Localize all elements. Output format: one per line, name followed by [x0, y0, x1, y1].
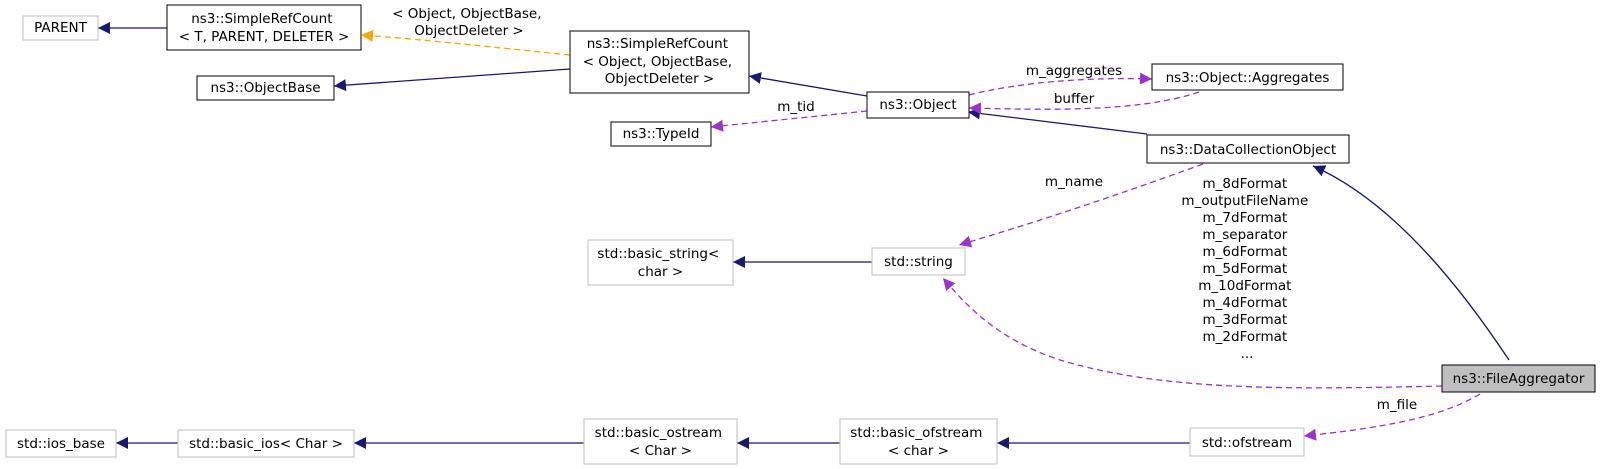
svg-text:ns3::Object: ns3::Object	[879, 97, 956, 113]
svg-text:ns3::Object::Aggregates: ns3::Object::Aggregates	[1166, 70, 1330, 86]
svg-text:std::basic_string< cha: std::basic_string< char >	[597, 246, 723, 280]
svg-text:ns3::SimpleRefCount <: ns3::SimpleRefCount < T, PARENT, DELETER…	[179, 11, 350, 45]
svg-text:PARENT: PARENT	[34, 20, 88, 36]
node-object-aggregates[interactable]: ns3::Object::Aggregates	[1151, 63, 1344, 91]
edge-object-to-simplerefcount-obj	[748, 72, 868, 97]
node-basic-string-char[interactable]: std::basic_string< char >	[587, 239, 734, 286]
svg-text:std::string: std::string	[884, 254, 953, 270]
edge-aggregates-to-object	[968, 91, 1200, 115]
edge-datacollection-to-object	[967, 107, 1148, 135]
label-m-name: m_name	[1045, 174, 1103, 190]
label-m-file: m_file	[1377, 397, 1417, 413]
svg-text:std::ofstream: std::ofstream	[1202, 435, 1292, 451]
svg-text:std::ios_base: std::ios_base	[17, 436, 105, 452]
edge-datacollection-to-string	[958, 163, 1204, 248]
node-std-ofstream[interactable]: std::ofstream	[1189, 427, 1305, 457]
node-ios-base[interactable]: std::ios_base	[5, 429, 117, 458]
edge-fileaggregator-to-datacollection	[1312, 165, 1510, 361]
edge-simplerefcount-obj-to-objectbase	[333, 68, 571, 92]
svg-text:ns3::TypeId: ns3::TypeId	[623, 126, 700, 142]
edge-template-instantiation	[360, 29, 571, 56]
node-basic-ofstream-char[interactable]: std::basic_ofstream < char >	[839, 418, 998, 465]
node-basic-ostream-char[interactable]: std::basic_ostream < Char >	[583, 418, 738, 465]
node-simplerefcount-t-parent-deleter[interactable]: ns3::SimpleRefCount < T, PARENT, DELETER…	[166, 4, 362, 51]
node-std-string[interactable]: std::string	[871, 247, 966, 276]
svg-text:ns3::SimpleRefCount <: ns3::SimpleRefCount < Object, ObjectBase…	[583, 36, 737, 87]
edge-fileaggregator-to-string	[942, 277, 1443, 389]
svg-text:ns3::DataCollectionObject: ns3::DataCollectionObject	[1160, 142, 1336, 158]
label-template-args: < Object, ObjectBase, ObjectDeleter >	[392, 6, 546, 39]
svg-text:ns3::ObjectBase: ns3::ObjectBase	[210, 80, 320, 96]
label-buffer: buffer	[1054, 91, 1095, 107]
svg-text:ns3::FileAggregator: ns3::FileAggregator	[1453, 371, 1585, 387]
node-parent[interactable]: PARENT	[22, 15, 99, 41]
node-objectbase[interactable]: ns3::ObjectBase	[196, 75, 335, 101]
svg-text:std::basic_ostream < C: std::basic_ostream < Char >	[595, 425, 727, 459]
svg-text:std::basic_ofstream <: std::basic_ofstream < char >	[850, 425, 986, 459]
label-m-tid: m_tid	[777, 99, 815, 115]
edge-object-to-typeid	[710, 110, 868, 132]
node-typeid[interactable]: ns3::TypeId	[610, 121, 712, 147]
label-string-members: m_8dFormat m_outputFileName m_7dFormat m…	[1181, 176, 1312, 362]
node-datacollectionobject[interactable]: ns3::DataCollectionObject	[1146, 134, 1350, 164]
node-basic-ios-char[interactable]: std::basic_ios< Char >	[177, 429, 355, 458]
svg-text:std::basic_ios< Char >: std::basic_ios< Char >	[189, 436, 343, 452]
edge-object-to-aggregates	[968, 72, 1153, 96]
label-m-aggregates: m_aggregates	[1026, 63, 1122, 79]
node-object[interactable]: ns3::Object	[866, 91, 970, 119]
node-fileaggregator[interactable]: ns3::FileAggregator	[1441, 364, 1596, 393]
node-simplerefcount-object[interactable]: ns3::SimpleRefCount < Object, ObjectBase…	[569, 30, 750, 94]
edge-fileaggregator-to-ofstream	[1303, 393, 1481, 441]
